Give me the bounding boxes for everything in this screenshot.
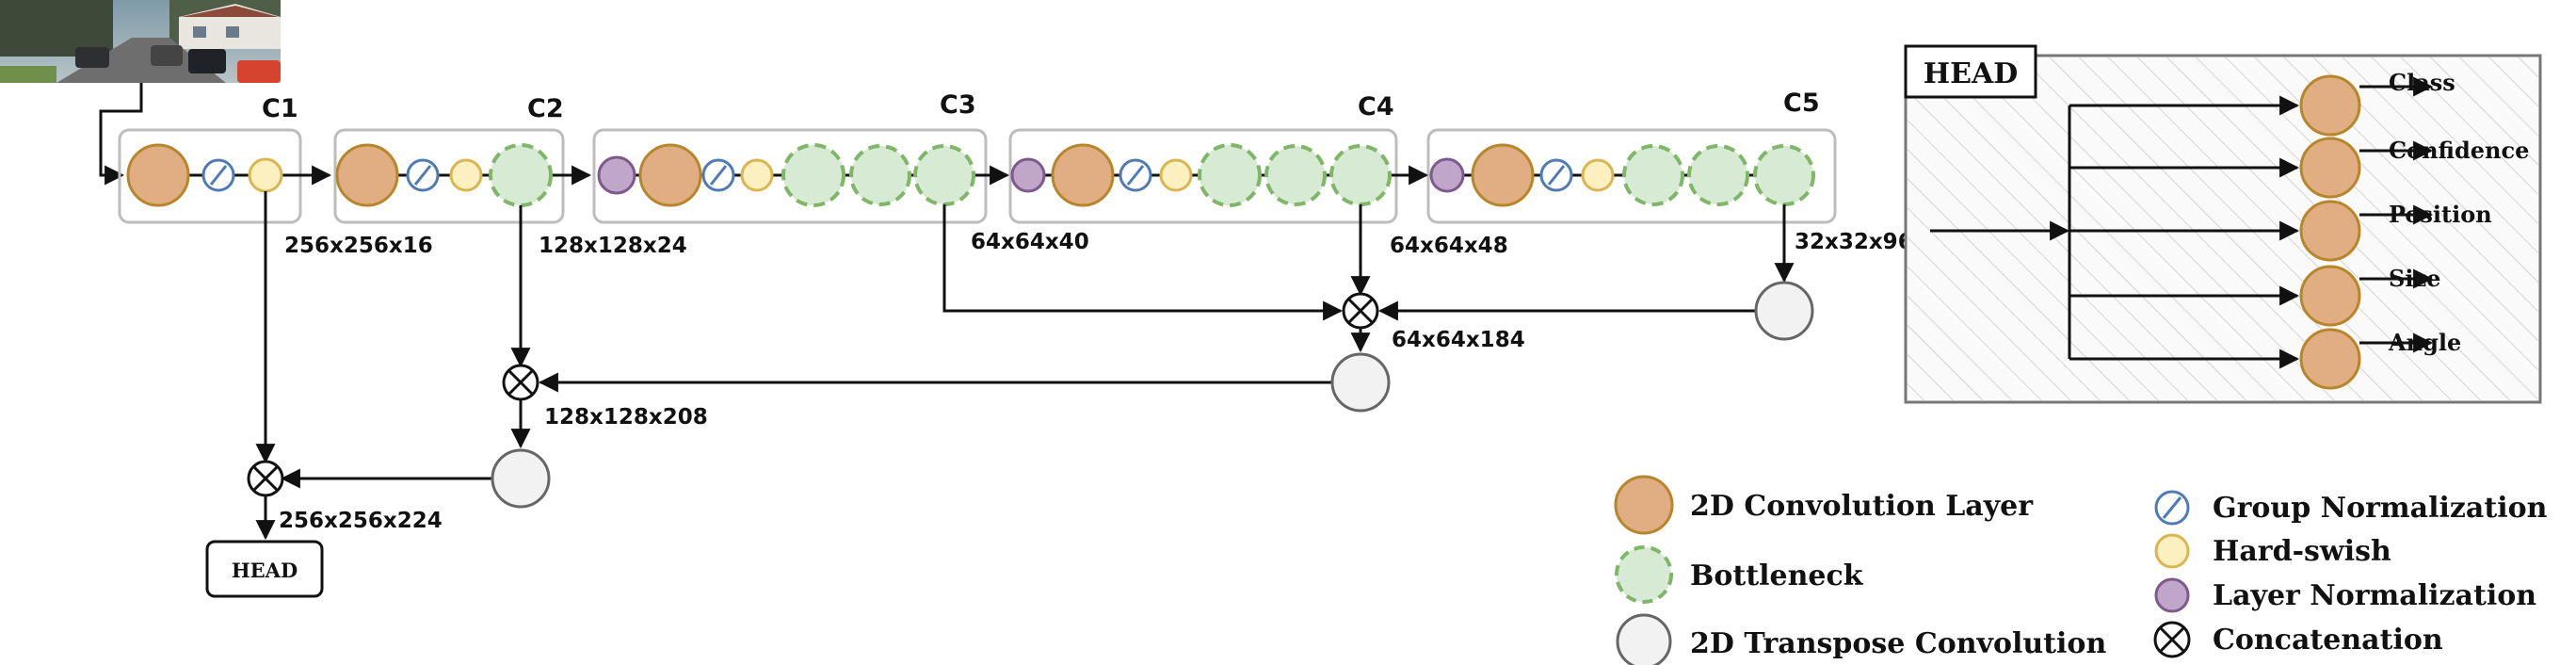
legend-hardswish-label: Hard-swish — [2213, 535, 2391, 568]
group-norm — [1539, 158, 1573, 192]
legend-concat-icon — [2153, 621, 2191, 658]
transpose-conv — [1330, 352, 1391, 413]
legend-groupnorm-icon — [2154, 490, 2190, 526]
legend-hardswish-icon — [2154, 533, 2190, 569]
conv-layer — [1471, 143, 1535, 207]
dim-label-c4: 64x64x48 — [1390, 234, 1508, 258]
bottleneck — [1198, 143, 1262, 207]
layer-norm — [1429, 157, 1465, 193]
legend-groupnorm-label: Group Normalization — [2213, 492, 2548, 525]
bottleneck — [849, 144, 911, 206]
layer-norm — [597, 155, 636, 195]
stage-label-c5: C5 — [1783, 89, 1820, 118]
legend-conv-label: 2D Convolution Layer — [1690, 490, 2034, 523]
group-norm — [406, 158, 440, 192]
stage-label-c3: C3 — [940, 90, 976, 120]
hard-swish — [1159, 158, 1193, 192]
head-conv-class — [2299, 74, 2361, 137]
hard-swish — [1581, 158, 1615, 192]
head-panel-title-box — [1904, 44, 2037, 99]
concat-node — [1342, 292, 1379, 330]
dim-label-c5: 32x32x96 — [1795, 230, 1913, 254]
stage-label-c2: C2 — [527, 94, 564, 123]
head-conv-confidence — [2299, 137, 2361, 199]
dim-label-cat2: 128x128x208 — [544, 405, 708, 430]
legend-layernorm-icon — [2154, 577, 2190, 613]
bottleneck — [1329, 144, 1392, 206]
hard-swish — [248, 157, 283, 193]
layer-norm — [1010, 157, 1046, 193]
head-output-size: Size — [2389, 265, 2440, 292]
bottleneck — [489, 143, 553, 207]
bottleneck — [1687, 144, 1749, 206]
legend-transpose-icon — [1616, 613, 1672, 665]
decoder-links — [255, 191, 1795, 541]
bottleneck — [1264, 144, 1327, 206]
bottleneck — [1753, 144, 1815, 206]
head-conv-size — [2299, 265, 2361, 327]
head-output-position: Position — [2389, 201, 2492, 228]
dim-label-c3: 64x64x40 — [971, 230, 1089, 254]
head-output-angle: Angle — [2388, 329, 2461, 356]
conv-layer — [638, 143, 702, 207]
legend-layernorm-label: Layer Normalization — [2213, 579, 2536, 612]
legend-concat-label: Concatenation — [2213, 624, 2443, 657]
head-panel-title: HEAD — [1924, 57, 2019, 90]
dim-label-c2: 128x128x24 — [539, 234, 687, 258]
head-box-label: HEAD — [232, 559, 298, 582]
concat-node — [247, 460, 284, 497]
stage-label-c1: C1 — [262, 94, 298, 123]
stage-label-c4: C4 — [1358, 92, 1394, 122]
legend: 2D Convolution Layer Bottleneck 2D Trans… — [1614, 475, 2548, 665]
head-output-class: Class — [2389, 69, 2455, 96]
hard-swish — [449, 158, 483, 192]
transpose-conv — [491, 448, 551, 509]
dim-label-cat3: 256x256x224 — [279, 509, 443, 533]
group-norm — [201, 158, 235, 192]
head-panel-links — [1930, 76, 2434, 369]
bottleneck — [1622, 144, 1684, 206]
head-conv-position — [2299, 200, 2361, 262]
legend-transpose-label: 2D Transpose Convolution — [1690, 627, 2106, 660]
head-panel: HEAD Class Confidence Position Size Angl… — [1904, 44, 2542, 404]
hard-swish — [740, 158, 774, 192]
dim-label-c1: 256x256x16 — [284, 234, 433, 258]
bottleneck — [781, 143, 845, 207]
group-norm — [701, 158, 735, 192]
conv-layer — [126, 143, 190, 207]
dim-label-cat1: 64x64x184 — [1392, 328, 1525, 352]
transpose-conv — [1754, 281, 1814, 341]
legend-bottleneck-label: Bottleneck — [1690, 560, 1864, 592]
conv-layer — [1051, 143, 1115, 207]
input-image — [0, 0, 281, 83]
group-norm — [1119, 158, 1152, 192]
head-box — [205, 540, 324, 598]
legend-bottleneck-icon — [1615, 545, 1673, 604]
head-conv-angle — [2299, 328, 2361, 390]
conv-layer — [335, 143, 399, 207]
input-arrow — [99, 83, 143, 186]
concat-node — [502, 364, 539, 401]
legend-conv-icon — [1614, 475, 1674, 535]
head-output-confidence: Confidence — [2389, 137, 2529, 164]
bottleneck — [913, 144, 975, 206]
